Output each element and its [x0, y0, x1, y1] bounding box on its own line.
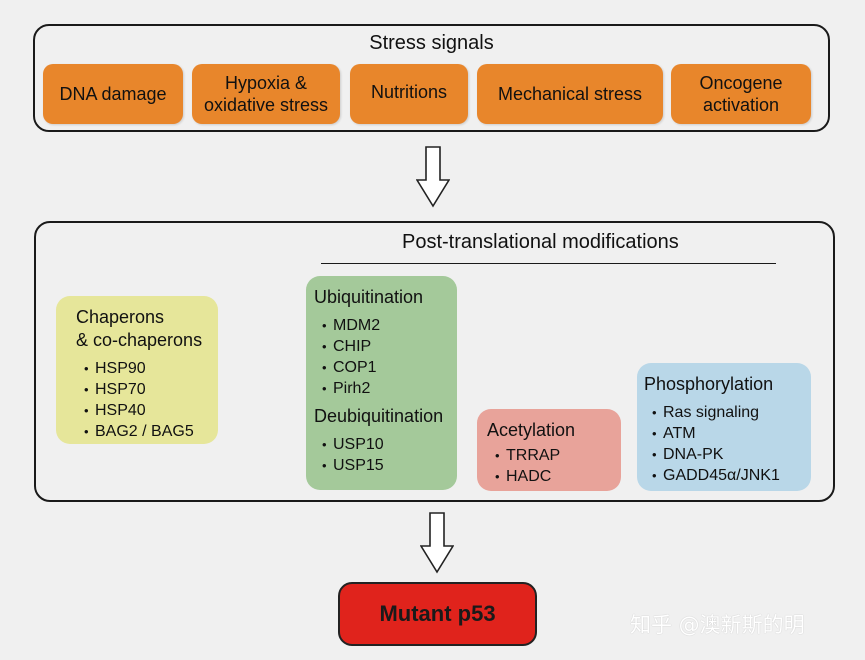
list-item: CHIP — [322, 336, 447, 357]
down-arrow-icon — [420, 512, 454, 574]
acetylation-title: Acetylation — [487, 420, 576, 440]
phosphorylation-title: Phosphorylation — [644, 374, 774, 394]
ubiquitination-list: MDM2 CHIP COP1 Pirh2 — [314, 315, 447, 399]
ptm-title-underline — [321, 263, 776, 264]
list-item: HSP70 — [84, 379, 208, 400]
ptm-box: Post-translational modifications Chapero… — [34, 221, 835, 502]
list-item: COP1 — [322, 357, 447, 378]
stress-chip-mechanical: Mechanical stress — [477, 64, 663, 124]
list-item: USP10 — [322, 434, 447, 455]
list-item: HSP90 — [84, 358, 208, 379]
acetylation-card: Acetylation TRRAP HADC — [477, 409, 621, 491]
down-arrow-icon — [416, 146, 450, 208]
deubiquitination-title: Deubiquitination — [314, 406, 444, 426]
phosphorylation-card: Phosphorylation Ras signaling ATM DNA-PK… — [637, 363, 811, 491]
watermark-text: 知乎 @澳新斯的明 — [630, 613, 805, 637]
list-item: Ras signaling — [652, 402, 801, 423]
stress-chip-oncogene: Oncogene activation — [671, 64, 811, 124]
list-item: USP15 — [322, 455, 447, 476]
ubiquitination-title: Ubiquitination — [314, 287, 424, 307]
list-item: MDM2 — [322, 315, 447, 336]
chaperons-title: Chaperons & co-chaperons — [76, 307, 203, 350]
list-item: HSP40 — [84, 400, 208, 421]
list-item: HADC — [495, 466, 611, 487]
deubiquitination-list: USP10 USP15 — [314, 434, 447, 476]
mutant-p53-box: Mutant p53 — [338, 582, 537, 646]
ubiquitination-card: Ubiquitination MDM2 CHIP COP1 Pirh2 Deub… — [306, 276, 457, 490]
stress-chip-hypoxia: Hypoxia & oxidative stress — [192, 64, 340, 124]
list-item: DNA-PK — [652, 444, 801, 465]
stress-signals-title: Stress signals — [369, 32, 494, 54]
chaperons-list: HSP90 HSP70 HSP40 BAG2 / BAG5 — [76, 358, 208, 442]
stress-chip-dna-damage: DNA damage — [43, 64, 183, 124]
ptm-title: Post-translational modifications — [402, 231, 679, 253]
acetylation-list: TRRAP HADC — [487, 445, 611, 487]
list-item: BAG2 / BAG5 — [84, 421, 208, 442]
phosphorylation-list: Ras signaling ATM DNA-PK GADD45α/JNK1 — [644, 402, 801, 486]
list-item: ATM — [652, 423, 801, 444]
list-item: GADD45α/JNK1 — [652, 465, 801, 486]
list-item: TRRAP — [495, 445, 611, 466]
stress-signals-box: Stress signals DNA damage Hypoxia & oxid… — [33, 24, 830, 132]
stress-chip-nutritions: Nutritions — [350, 64, 468, 124]
chaperons-card: Chaperons & co-chaperons HSP90 HSP70 HSP… — [56, 296, 218, 444]
list-item: Pirh2 — [322, 378, 447, 399]
